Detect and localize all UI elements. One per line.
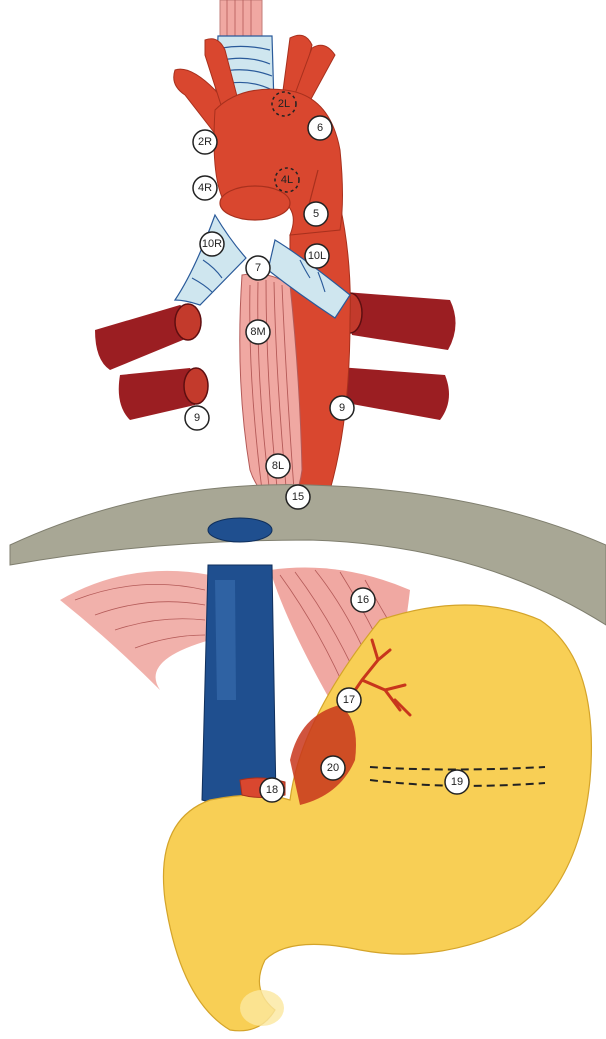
station-8m: 8M	[246, 320, 270, 344]
station-label: 16	[357, 594, 369, 606]
station-10l: 10L	[305, 244, 329, 268]
vena-cava	[202, 565, 276, 806]
station-18: 18	[260, 778, 284, 802]
station-9l: 9	[330, 396, 354, 420]
station-label: 7	[255, 262, 261, 274]
station-16: 16	[351, 588, 375, 612]
station-19: 19	[445, 770, 469, 794]
station-label: 4L	[281, 174, 293, 186]
pulmonary-vessel-right-lower-opening	[184, 368, 208, 404]
station-5: 5	[304, 202, 328, 226]
station-label: 10L	[308, 250, 326, 262]
station-label: 19	[451, 776, 463, 788]
upper-trachea	[220, 0, 262, 38]
pulmonary-vessel-right-upper-opening	[175, 304, 201, 340]
station-label: 2L	[278, 98, 290, 110]
station-15: 15	[286, 485, 310, 509]
station-label: 6	[317, 122, 323, 134]
station-20: 20	[321, 756, 345, 780]
station-label: 5	[313, 208, 319, 220]
station-label: 17	[343, 694, 355, 706]
station-8l: 8L	[266, 454, 290, 478]
station-label: 20	[327, 762, 339, 774]
vena-cava-top-cut	[208, 518, 272, 542]
station-2r: 2R	[193, 130, 217, 154]
station-label: 15	[292, 491, 304, 503]
station-6: 6	[308, 116, 332, 140]
right-crus	[60, 571, 210, 690]
pylorus-highlight	[240, 990, 284, 1026]
station-label: 8L	[272, 460, 284, 472]
right-main-bronchus	[175, 215, 246, 305]
station-10r: 10R	[200, 232, 224, 256]
station-label: 2R	[198, 136, 212, 148]
station-7: 7	[246, 256, 270, 280]
station-label: 9	[339, 402, 345, 414]
ascending-aorta-cut	[220, 186, 290, 220]
station-9r: 9	[185, 406, 209, 430]
vena-cava-highlight	[215, 580, 236, 700]
station-label: 10R	[202, 238, 222, 250]
station-label: 8M	[250, 326, 265, 338]
station-label: 18	[266, 784, 278, 796]
station-17: 17	[337, 688, 361, 712]
station-4r: 4R	[193, 176, 217, 200]
station-label: 4R	[198, 182, 212, 194]
station-label: 9	[194, 412, 200, 424]
